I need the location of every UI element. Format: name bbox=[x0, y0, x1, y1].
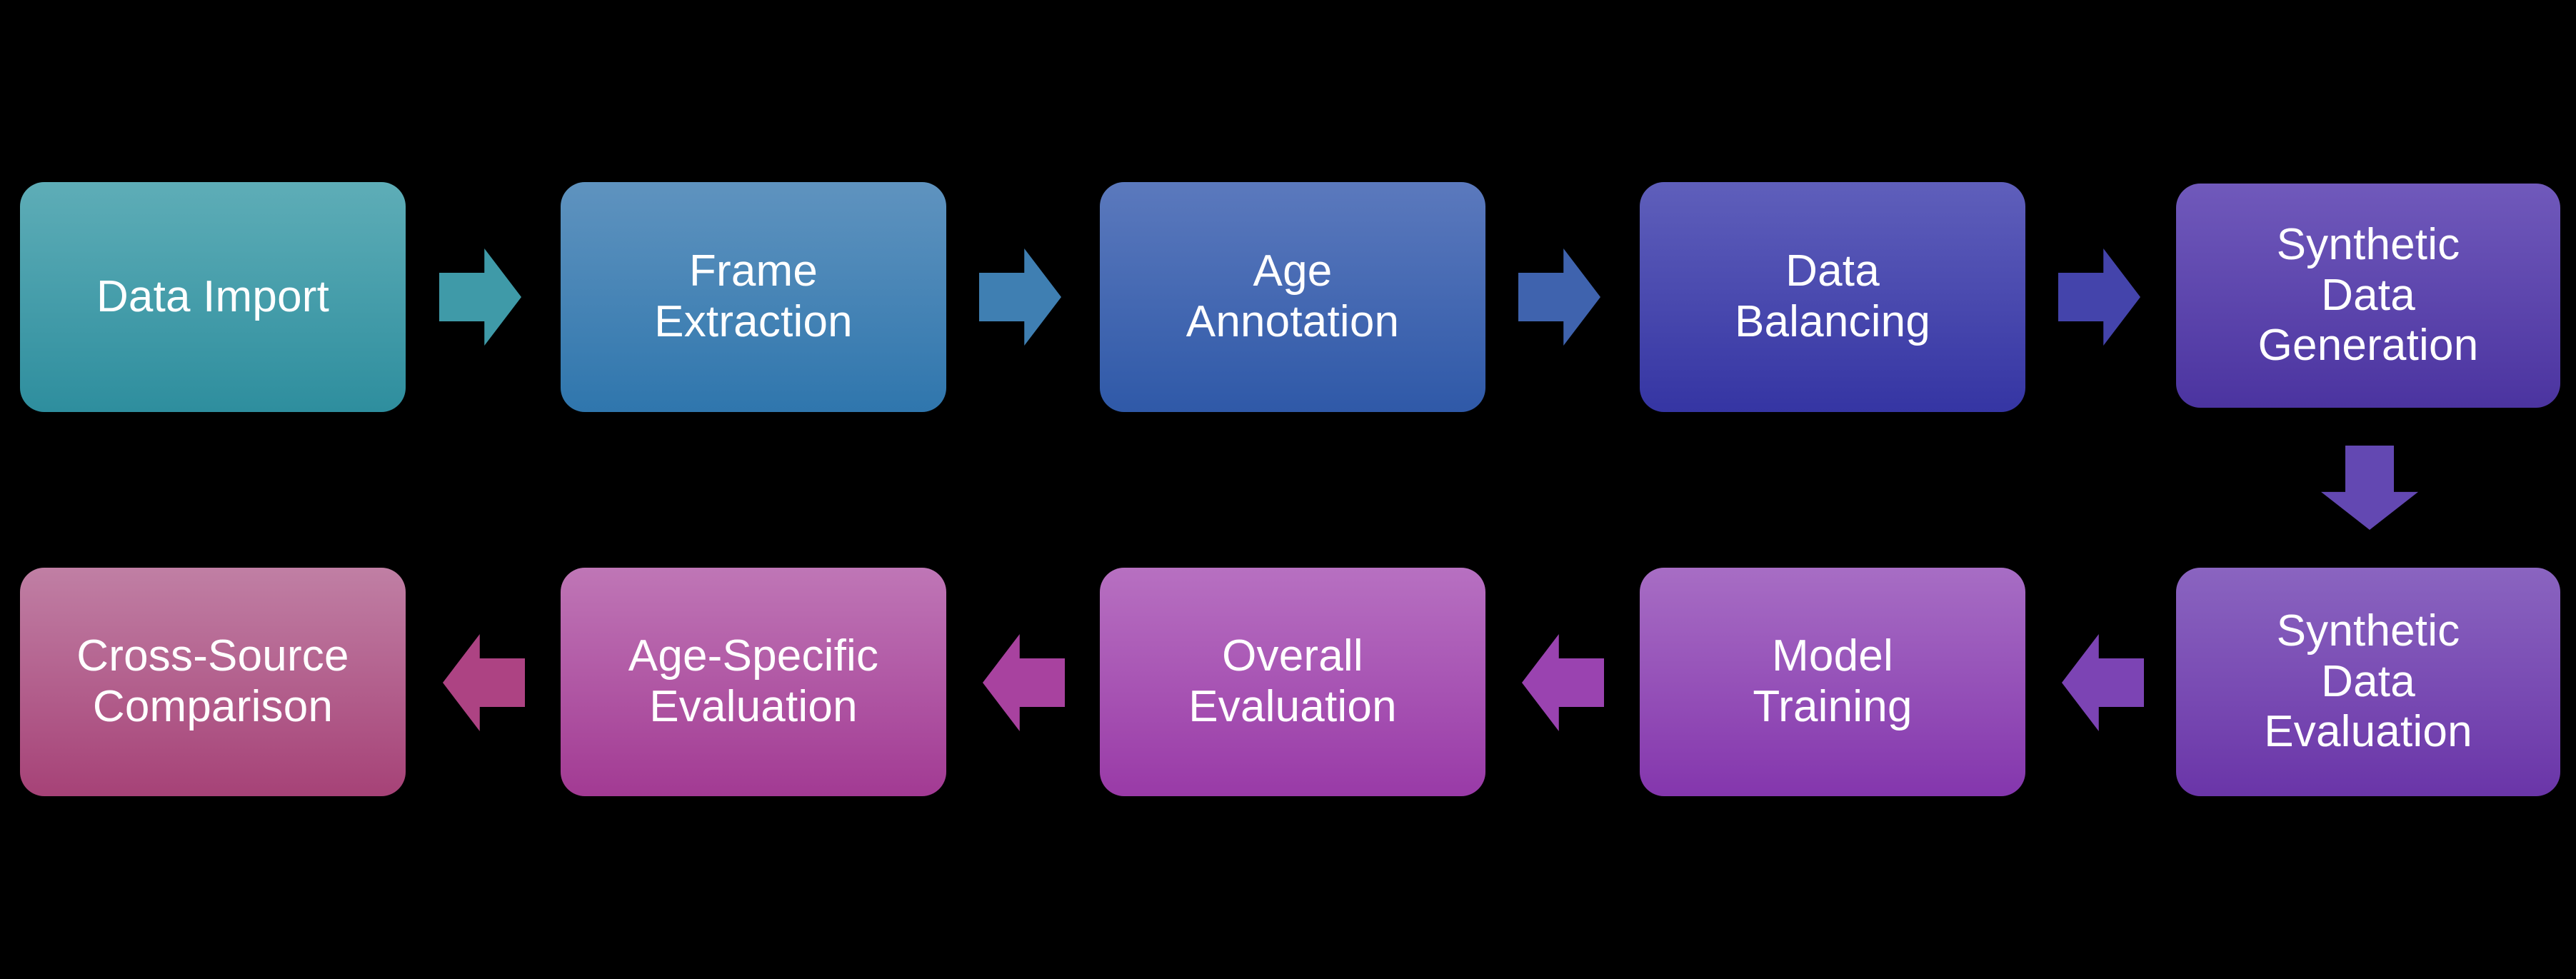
node-synthetic-data-generation[interactable]: Synthetic Data Generation bbox=[2176, 184, 2560, 408]
arrow-data-import-to-frame-extraction-icon bbox=[439, 248, 521, 346]
node-synthetic-data-evaluation[interactable]: Synthetic Data Evaluation bbox=[2176, 568, 2560, 796]
node-label: Synthetic Data Generation bbox=[2257, 219, 2479, 371]
node-label: Age Annotation bbox=[1186, 246, 1400, 346]
node-model-training[interactable]: Model Training bbox=[1640, 568, 2025, 796]
node-label: Frame Extraction bbox=[654, 246, 853, 346]
node-label: Age-Specific Evaluation bbox=[628, 631, 879, 731]
node-data-import[interactable]: Data Import bbox=[20, 182, 406, 412]
arrow-frame-extraction-to-age-annotation-icon bbox=[979, 248, 1061, 346]
arrow-overall-evaluation-to-age-specific-evaluation-icon bbox=[983, 634, 1065, 731]
arrow-synthetic-data-evaluation-to-model-training-icon bbox=[2062, 634, 2144, 731]
node-age-specific-evaluation[interactable]: Age-Specific Evaluation bbox=[561, 568, 946, 796]
node-data-balancing[interactable]: Data Balancing bbox=[1640, 182, 2025, 412]
arrow-synthetic-data-generation-to-synthetic-data-evaluation-icon bbox=[2321, 446, 2418, 530]
arrow-model-training-to-overall-evaluation-icon bbox=[1522, 634, 1604, 731]
arrow-age-annotation-to-data-balancing-icon bbox=[1518, 248, 1600, 346]
node-label: Overall Evaluation bbox=[1188, 631, 1397, 731]
node-cross-source-comparison[interactable]: Cross-Source Comparison bbox=[20, 568, 406, 796]
node-age-annotation[interactable]: Age Annotation bbox=[1100, 182, 1485, 412]
node-label: Data Import bbox=[96, 271, 330, 321]
node-overall-evaluation[interactable]: Overall Evaluation bbox=[1100, 568, 1485, 796]
arrow-age-specific-evaluation-to-cross-source-comparison-icon bbox=[443, 634, 525, 731]
node-label: Model Training bbox=[1753, 631, 1913, 731]
arrow-data-balancing-to-synthetic-data-generation-icon bbox=[2058, 248, 2140, 346]
node-label: Data Balancing bbox=[1734, 246, 1931, 346]
node-label: Synthetic Data Evaluation bbox=[2264, 606, 2472, 757]
node-frame-extraction[interactable]: Frame Extraction bbox=[561, 182, 946, 412]
node-label: Cross-Source Comparison bbox=[76, 631, 349, 731]
